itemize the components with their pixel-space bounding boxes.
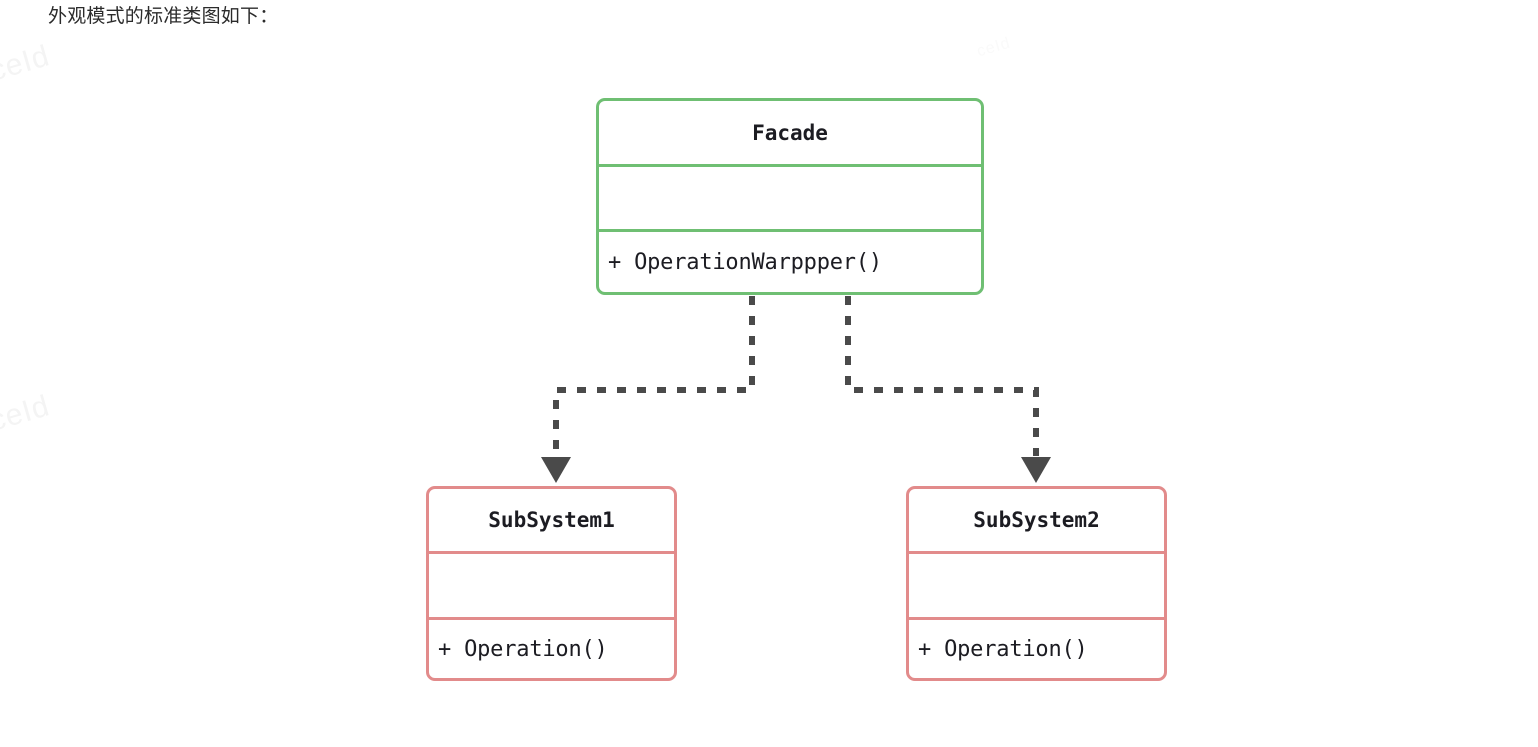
uml-class-subsystem1[interactable]: SubSystem1 + Operation() [426, 486, 677, 681]
uml-class-name-subsystem1: SubSystem1 [488, 508, 615, 532]
uml-method-subsystem1: + Operation() [429, 617, 674, 678]
uml-class-name-facade: Facade [752, 120, 828, 145]
uml-class-subsystem2[interactable]: SubSystem2 + Operation() [906, 486, 1167, 681]
arrowhead-subsystem2 [1021, 457, 1051, 483]
page-title: 外观模式的标准类图如下： [48, 6, 279, 27]
uml-attributes-subsystem2 [909, 551, 1164, 617]
uml-class-facade[interactable]: Facade + OperationWarppper() [596, 98, 984, 295]
uml-attributes-subsystem1 [429, 551, 674, 617]
dependency-line-facade-subsystem1 [553, 296, 755, 456]
uml-class-name-subsystem2: SubSystem2 [973, 508, 1100, 532]
uml-method-facade: + OperationWarppper() [599, 229, 981, 292]
arrowhead-subsystem1 [541, 457, 571, 483]
uml-method-subsystem2: + Operation() [909, 617, 1164, 678]
dependency-line-facade-subsystem2 [845, 296, 1039, 456]
uml-attributes-facade [599, 164, 981, 229]
